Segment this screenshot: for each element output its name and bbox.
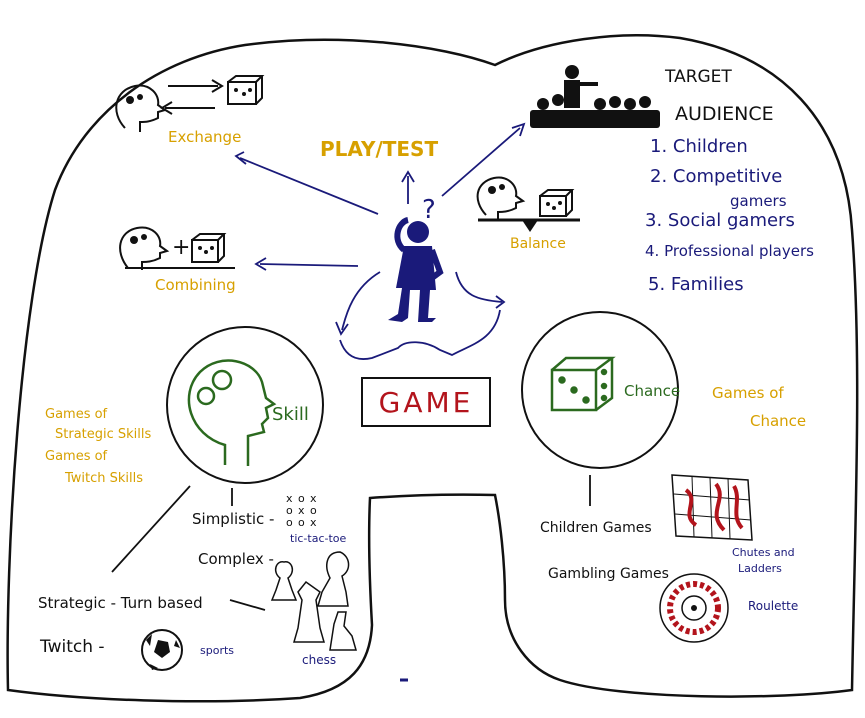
skill-label: Skill [272, 404, 309, 425]
skill-note-1: Games of [45, 407, 108, 422]
chance-label: Chance [624, 382, 680, 400]
svg-text:o: o [286, 516, 293, 529]
tic-tac-toe-label: tic-tac-toe [290, 532, 347, 545]
ladders-label: Ladders [738, 562, 782, 575]
roulette-wheel-icon [659, 573, 729, 643]
svg-text:o: o [298, 492, 305, 505]
game-title: GAME [379, 386, 474, 419]
combining-label: Combining [155, 276, 236, 294]
gambling-games-label: Gambling Games [548, 566, 669, 582]
chutes-and-ladders-icon [671, 474, 753, 541]
sports-label: sports [200, 644, 234, 657]
dice-icon [550, 356, 616, 412]
audience-item-4: 4. Professional players [645, 242, 814, 260]
exchange-dice-icon [227, 75, 265, 105]
simplistic-label: Simplistic - [192, 510, 274, 528]
game-box [361, 377, 491, 427]
chess-pieces-icon [270, 551, 357, 651]
audience-crowd-icon [530, 65, 660, 128]
svg-text:?: ? [422, 195, 436, 225]
svg-text:o: o [298, 516, 305, 529]
svg-text:x: x [286, 492, 293, 505]
svg-text:x: x [298, 504, 305, 517]
chance-note-1: Games of [712, 384, 784, 402]
seesaw-icon [478, 218, 580, 232]
chutes-label: Chutes and [732, 546, 795, 559]
skill-note-3: Games of [45, 449, 108, 464]
children-games-label: Children Games [540, 520, 652, 536]
audience-item-3: 3. Social gamers [645, 210, 795, 231]
soccer-ball-icon [141, 629, 183, 671]
skill-note-2: Strategic Skills [55, 427, 152, 442]
play-test-label: PLAY/TEST [320, 137, 438, 161]
svg-text:o: o [286, 504, 293, 517]
chance-note-2: Chance [750, 412, 806, 430]
complex-label: Complex - [198, 550, 274, 568]
combining-dice-icon [191, 233, 227, 263]
audience-item-1: 1. Children [650, 136, 748, 157]
question-figure-icon: ? [388, 195, 444, 322]
audience-item-2b: gamers [730, 192, 787, 210]
chance-circle [521, 311, 679, 469]
audience-item-2: 2. Competitive [650, 166, 782, 187]
balance-head-icon [476, 176, 526, 220]
strategic-label: Strategic - Turn based [38, 594, 203, 612]
combining-head-icon [119, 226, 170, 270]
controller-outline [6, 34, 859, 703]
flow-arrows [234, 122, 526, 360]
skill-branch-lines [111, 485, 266, 611]
audience-title-line1: TARGET [664, 67, 732, 87]
skill-note-4: Twitch Skills [64, 471, 143, 486]
svg-text:o: o [310, 504, 317, 517]
svg-text:x: x [310, 492, 317, 505]
exchange-arrows-icon [160, 79, 224, 115]
exchange-head-icon [115, 84, 168, 132]
skill-circle [166, 326, 324, 484]
chess-label: chess [302, 653, 336, 667]
roulette-label: Roulette [748, 599, 798, 613]
twitch-label: Twitch - [39, 637, 105, 657]
balance-label: Balance [510, 236, 566, 252]
svg-text:x: x [310, 516, 317, 529]
audience-title-line2: AUDIENCE [675, 103, 774, 125]
exchange-label: Exchange [168, 128, 241, 146]
brain-head-icon [187, 359, 277, 466]
audience-item-5: 5. Families [648, 274, 744, 295]
plus-icon: + [172, 235, 190, 260]
balance-dice-icon [539, 189, 575, 217]
